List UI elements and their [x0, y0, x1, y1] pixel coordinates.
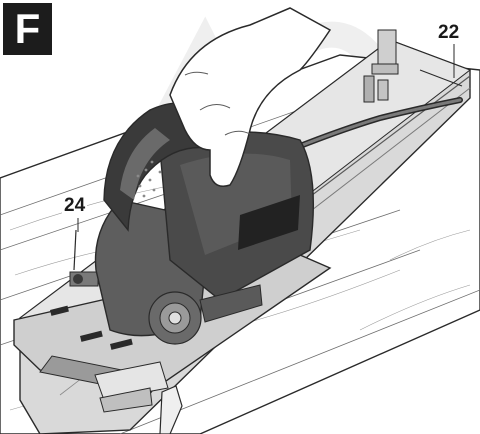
- saw-blade-tip: [159, 385, 183, 434]
- callout-label-22: 22: [436, 22, 462, 44]
- rail-clamp: [363, 29, 399, 103]
- callout-leaders: [77, 44, 455, 232]
- callout-label-24: 24: [62, 195, 88, 217]
- figure-letter: F: [3, 3, 52, 55]
- operator-hand: [169, 7, 332, 187]
- saw-housing: [94, 102, 315, 345]
